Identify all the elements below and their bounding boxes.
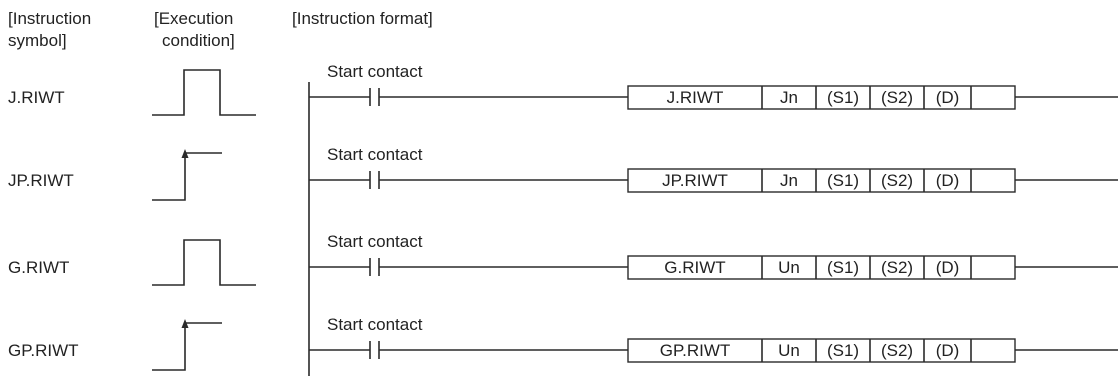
operand-cell: Un <box>778 341 800 360</box>
start-contact-label: Start contact <box>327 232 423 251</box>
header-format: [Instruction format] <box>292 9 433 28</box>
operand-cell: Jn <box>780 171 798 190</box>
instruction-symbol: GP.RIWT <box>8 341 79 360</box>
instruction-symbol: JP.RIWT <box>8 171 74 190</box>
instruction-symbol: G.RIWT <box>8 258 69 277</box>
operand-cell: (D) <box>936 88 960 107</box>
header-condition-line2: condition] <box>162 31 235 50</box>
operand-cell: (S2) <box>881 171 913 190</box>
start-contact-label: Start contact <box>327 62 423 81</box>
operand-cell: (D) <box>936 258 960 277</box>
start-contact-label: Start contact <box>327 315 423 334</box>
header-symbol-line2: symbol] <box>8 31 67 50</box>
operand-cell: (S1) <box>827 341 859 360</box>
header-symbol-line1: [Instruction <box>8 9 91 28</box>
operand-cell: (S1) <box>827 171 859 190</box>
operand-cell: (D) <box>936 171 960 190</box>
operand-cell: (S1) <box>827 258 859 277</box>
operand-cell: (D) <box>936 341 960 360</box>
operand-cell: J.RIWT <box>667 88 724 107</box>
rising-edge-waveform <box>152 322 222 371</box>
operand-cell: Un <box>778 258 800 277</box>
execution-on-waveform <box>152 239 256 286</box>
operand-cell: (S2) <box>881 258 913 277</box>
instruction-symbol: J.RIWT <box>8 88 65 107</box>
operand-cell: Jn <box>780 88 798 107</box>
operand-cell: (S2) <box>881 88 913 107</box>
operand-cell: (S1) <box>827 88 859 107</box>
header-condition-line1: [Execution <box>154 9 233 28</box>
operand-cell: (S2) <box>881 341 913 360</box>
operand-cell: JP.RIWT <box>662 171 728 190</box>
operand-cell: G.RIWT <box>664 258 725 277</box>
start-contact-label: Start contact <box>327 145 423 164</box>
rising-edge-waveform <box>152 152 222 201</box>
rising-edge-arrow <box>181 149 189 158</box>
operand-cell: GP.RIWT <box>660 341 731 360</box>
rising-edge-arrow <box>181 319 189 328</box>
execution-on-waveform <box>152 69 256 116</box>
